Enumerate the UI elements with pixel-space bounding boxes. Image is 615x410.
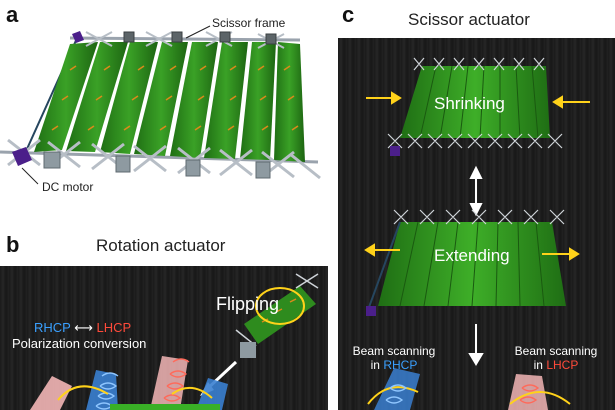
polarization-pair-label: RHCP ⟷ LHCP <box>34 320 131 336</box>
beam-scanning-lhcp-prefix: in <box>533 358 547 372</box>
polarization-conversion-label: Polarization conversion <box>12 336 147 351</box>
metasurface-strips-a <box>34 42 305 162</box>
panel-c-letter: c <box>342 2 355 27</box>
beam-scanning-rhcp-line1: Beam scanning <box>352 344 436 358</box>
panel-b-letter: b <box>6 232 20 257</box>
beam-scanning-rhcp-prefix: in <box>370 358 384 372</box>
shrinking-label: Shrinking <box>434 94 505 113</box>
extending-array <box>366 209 566 316</box>
dc-motor-label: DC motor <box>42 180 94 194</box>
panel-a-illustration <box>0 25 321 185</box>
panel-b-photo: Flipping RHCP ⟷ LHCP Polarization conver… <box>0 266 328 410</box>
dc-motor-back-icon <box>72 31 84 43</box>
shrinking-array <box>387 57 563 156</box>
beam-scanning-lhcp-line1: Beam scanning <box>514 344 598 358</box>
beam-scanning-lhcp-line2: in LHCP <box>506 358 606 372</box>
gear-blocks-a <box>43 151 271 179</box>
beam-scanning-rhcp-pol: RHCP <box>383 358 418 372</box>
beam-scanning-lhcp: Beam scanning in LHCP <box>506 344 606 372</box>
scissor-frame-label: Scissor frame <box>212 16 286 30</box>
panel-c-title: Scissor actuator <box>408 10 530 29</box>
antenna-marks-a <box>51 65 299 131</box>
flipping-label: Flipping <box>216 294 280 314</box>
panel-b-title: Rotation actuator <box>96 236 226 255</box>
lhcp-label: LHCP <box>96 320 132 335</box>
rhcp-label: RHCP <box>34 320 71 335</box>
beam-scanning-rhcp-line2: in RHCP <box>346 358 442 372</box>
double-arrow-icon: ⟷ <box>74 320 93 335</box>
back-motors-a <box>123 31 277 45</box>
extending-label: Extending <box>434 246 510 265</box>
beam-scanning-lhcp-pol: LHCP <box>546 358 579 372</box>
beam-scanning-rhcp: Beam scanning in RHCP <box>346 344 442 372</box>
panel-c-photo: Shrinking Extending Beam scanning in RHC… <box>338 38 615 410</box>
dc-motor-icon <box>12 147 32 166</box>
panel-a-letter: a <box>6 2 19 27</box>
